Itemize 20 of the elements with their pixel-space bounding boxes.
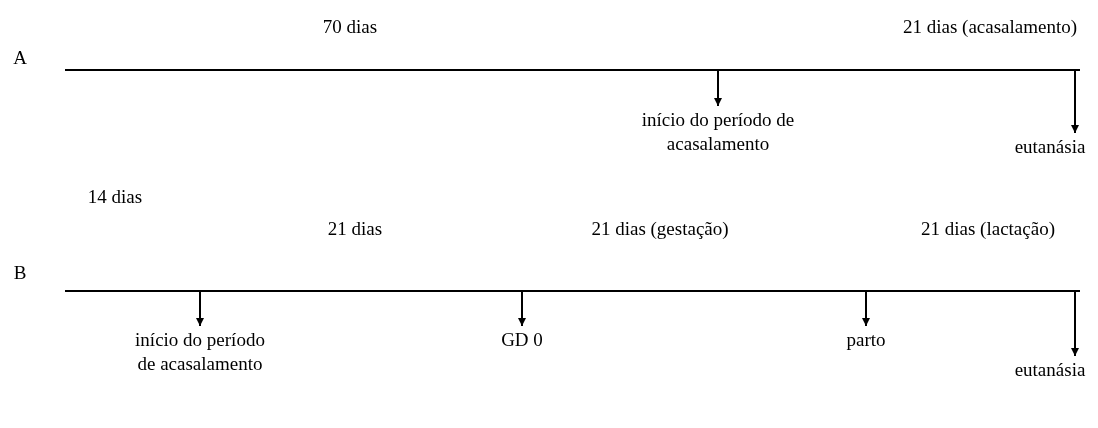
timepoint-label: início do período de acasalamento xyxy=(640,108,796,156)
period-label: 21 dias xyxy=(327,218,383,240)
arrow xyxy=(1071,69,1079,134)
timepoint-label: eutanásia xyxy=(1013,135,1087,159)
arrow xyxy=(518,290,526,327)
timepoint-label: eutanásia xyxy=(1013,358,1087,382)
row-letter: A xyxy=(13,47,27,69)
timepoint-label: início do período de acasalamento xyxy=(134,328,266,376)
arrow xyxy=(196,290,204,327)
row-letter: B xyxy=(13,262,27,284)
period-label: 21 dias (lactação) xyxy=(921,218,1055,240)
arrow xyxy=(1071,290,1079,357)
period-label: 21 dias (gestação) xyxy=(591,218,729,240)
arrow xyxy=(862,290,870,327)
period-label: 14 dias xyxy=(87,186,143,208)
period-label: 70 dias xyxy=(322,16,378,38)
period-label: 21 dias (acasalamento) xyxy=(902,16,1078,38)
arrow xyxy=(714,69,722,107)
timepoint-label: GD 0 xyxy=(500,328,544,352)
timepoint-label: parto xyxy=(845,328,887,352)
